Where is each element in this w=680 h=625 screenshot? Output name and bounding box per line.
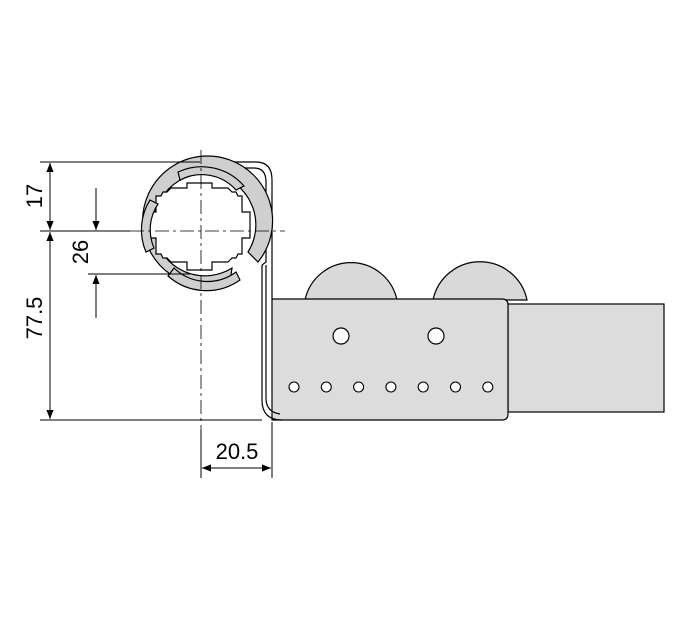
tube-profile — [140, 155, 274, 292]
small-hole — [320, 381, 332, 393]
small-hole — [353, 381, 365, 393]
wheel-right — [432, 261, 528, 301]
dimension-17-label: 17 — [22, 184, 47, 208]
dimension-20-5-label: 20.5 — [216, 439, 259, 464]
small-hole — [449, 381, 462, 393]
small-hole — [288, 381, 300, 393]
small-hole — [417, 381, 429, 393]
dimension-17: 17 — [22, 163, 54, 230]
dimension-26-label: 26 — [68, 240, 93, 264]
extension-body — [507, 303, 665, 413]
mount-hole — [427, 327, 445, 345]
dimension-77-5: 77.5 — [22, 232, 54, 419]
small-hole — [385, 381, 397, 393]
dimension-20-5: 20.5 — [202, 439, 271, 472]
carriage-holes — [288, 327, 494, 393]
sheet-bracket — [200, 161, 283, 421]
small-hole — [482, 381, 494, 393]
wheels — [304, 261, 528, 301]
extension-lines — [40, 161, 273, 478]
dimension-26: 26 — [68, 188, 100, 318]
dimension-77-5-label: 77.5 — [22, 297, 47, 340]
carriage-body — [271, 298, 509, 421]
mount-hole — [332, 327, 350, 345]
wheel-left — [304, 262, 398, 301]
